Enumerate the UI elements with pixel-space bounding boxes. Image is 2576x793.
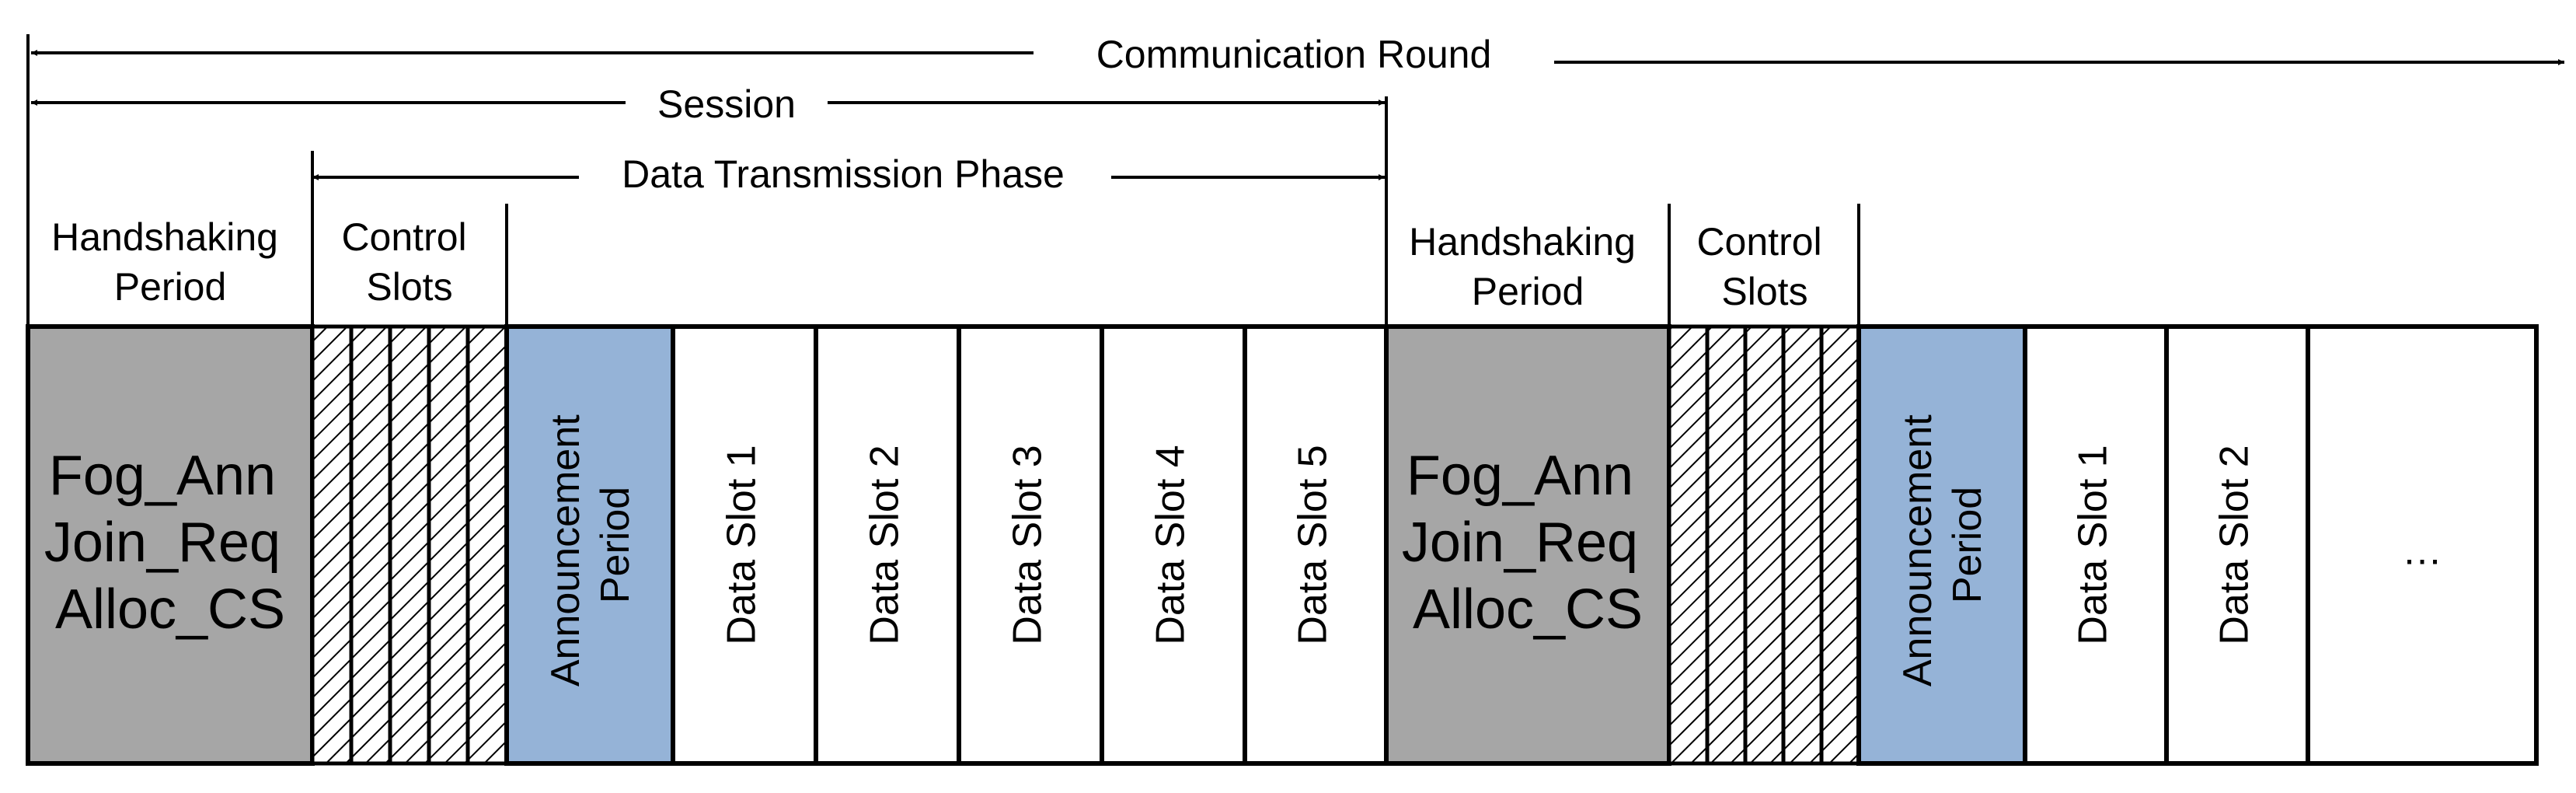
control-slots-header-2: Control Slots xyxy=(1696,220,1832,313)
handshake-1-line-join: Join_Req xyxy=(44,512,281,574)
handshake-2-line-alloc: Alloc_CS xyxy=(1413,578,1643,641)
announcement-cell-2 xyxy=(1856,324,2027,766)
control-slot xyxy=(310,324,354,766)
communication-round-label: Communication Round xyxy=(1096,33,1492,76)
handshake-cell-2 xyxy=(1384,324,1671,766)
control-slot xyxy=(1705,324,1748,766)
handshake-1-line-fog: Fog_Ann xyxy=(49,445,276,507)
data-slots-2: Data Slot 1 Data Slot 2 … xyxy=(2023,324,2539,766)
announcement-1-line2: Period xyxy=(593,487,638,603)
session-1-timeline: Fog_Ann Join_Req Alloc_CS Announcement P… xyxy=(26,324,1389,766)
session-2-timeline: Fog_Ann Join_Req Alloc_CS Announcement P… xyxy=(1384,324,2539,766)
data-transmission-phase-span: Data Transmission Phase xyxy=(312,152,1385,196)
data-slot-label: Data Slot 5 xyxy=(1291,445,1336,645)
data-transmission-phase-label: Data Transmission Phase xyxy=(622,152,1065,196)
handshaking-period-header-2-line2: Period xyxy=(1472,270,1584,313)
data-slot-cell xyxy=(2023,324,2169,766)
data-slot-cell xyxy=(1243,324,1389,766)
announcement-2-line2: Period xyxy=(1945,487,1990,603)
communication-round-span: Communication Round xyxy=(31,33,2564,76)
handshaking-period-header-1: Handshaking Period xyxy=(51,215,289,309)
handshake-cell-2-text: Fog_Ann Join_Req Alloc_CS xyxy=(1402,445,1654,641)
handshake-block-1: Fog_Ann Join_Req Alloc_CS xyxy=(26,324,315,766)
data-slot-cell xyxy=(957,324,1104,766)
session-span: Session xyxy=(31,82,1385,126)
control-slot xyxy=(1743,324,1786,766)
announcement-cell-1-text: Announcement Period xyxy=(543,403,638,686)
handshaking-period-header-2-line1: Handshaking xyxy=(1409,220,1636,264)
control-slot xyxy=(388,324,431,766)
handshake-2-line-fog: Fog_Ann xyxy=(1407,445,1633,507)
control-slots-header-1: Control Slots xyxy=(341,215,477,309)
control-slots-block-2 xyxy=(1667,324,1861,766)
data-slot-label: Data Slot 2 xyxy=(863,445,908,645)
data-slot-label: Data Slot 1 xyxy=(720,445,765,645)
handshake-cell-1-text: Fog_Ann Join_Req Alloc_CS xyxy=(44,445,296,641)
control-slot xyxy=(1819,324,1861,766)
data-slot-cell xyxy=(2164,324,2310,766)
handshaking-period-header-1-line1: Handshaking xyxy=(51,215,278,259)
control-slot xyxy=(1781,324,1824,766)
announcement-2-line1: Announcement xyxy=(1895,414,1940,686)
ellipsis-cell xyxy=(2306,324,2539,766)
data-slot-label: Data Slot 2 xyxy=(2212,445,2257,645)
control-slots-header-2-line2: Slots xyxy=(1721,270,1807,313)
announcement-cell-1 xyxy=(504,324,675,766)
control-slots-header-1-line1: Control xyxy=(341,215,466,259)
handshake-1-line-alloc: Alloc_CS xyxy=(55,578,285,641)
control-slots-block-1 xyxy=(310,324,509,766)
handshake-block-2: Fog_Ann Join_Req Alloc_CS xyxy=(1384,324,1671,766)
control-slot xyxy=(1667,324,1710,766)
ellipsis-label: … xyxy=(2402,529,2442,574)
control-slots-header-2-line1: Control xyxy=(1696,220,1821,264)
data-slots-1: Data Slot 1 Data Slot 2 Data Slot 3 Data… xyxy=(671,324,1389,766)
data-slot-cell xyxy=(671,324,818,766)
session-label: Session xyxy=(657,82,796,126)
handshaking-period-header-2: Handshaking Period xyxy=(1409,220,1647,313)
handshake-cell-1 xyxy=(26,324,315,766)
handshake-2-line-join: Join_Req xyxy=(1402,512,1638,574)
control-slot xyxy=(349,324,392,766)
announcement-cell-2-text: Announcement Period xyxy=(1895,403,1990,686)
boundary-ticks xyxy=(26,34,1860,327)
handshaking-period-header-1-line2: Period xyxy=(114,265,227,309)
control-slots-header-1-line2: Slots xyxy=(366,265,452,309)
data-slot-label: Data Slot 3 xyxy=(1006,445,1051,645)
data-slot-label: Data Slot 1 xyxy=(2071,445,2116,645)
announcement-period-1: Announcement Period xyxy=(504,324,675,766)
control-slot xyxy=(427,324,470,766)
announcement-period-2: Announcement Period xyxy=(1856,324,2027,766)
announcement-1-line1: Announcement xyxy=(543,414,588,686)
control-slot xyxy=(465,324,509,766)
data-slot-label: Data Slot 4 xyxy=(1149,445,1194,645)
